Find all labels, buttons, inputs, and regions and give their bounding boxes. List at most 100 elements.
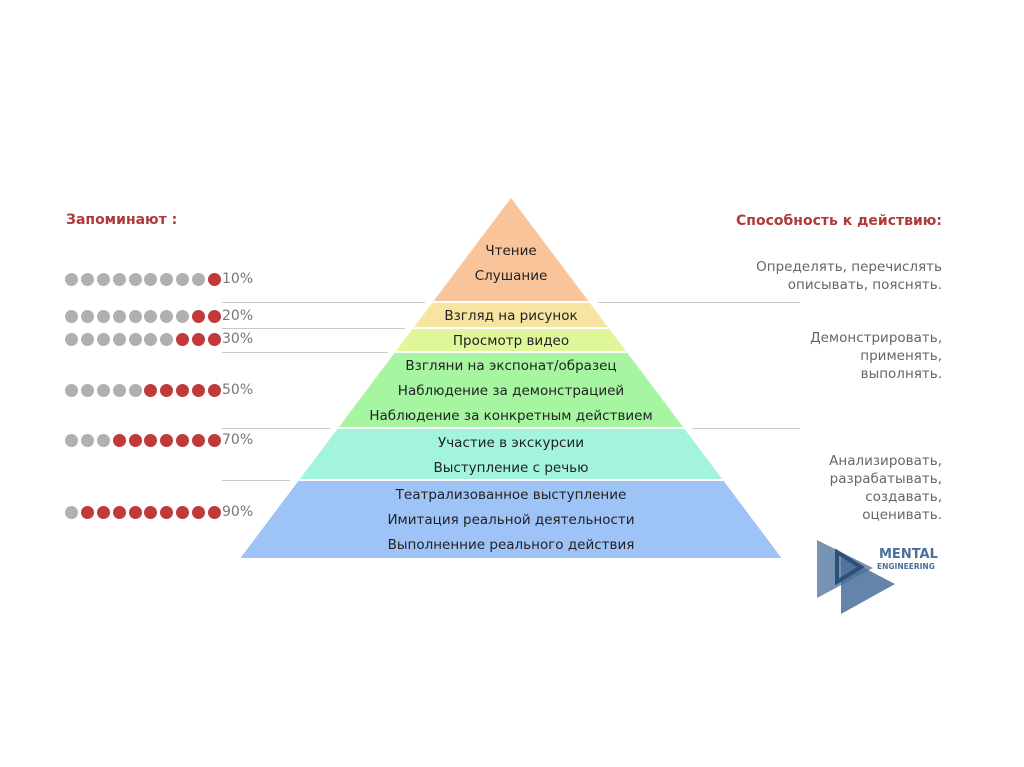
retention-dots [65,384,222,397]
retention-dot [65,333,78,346]
ability-line: Определять, перечислять [756,259,942,275]
retention-percent: 70% [222,432,254,448]
retention-dot [80,333,94,346]
pyramid-level-label: Театрализованное выступление [395,487,627,503]
pyramid-level-label: Выполненние реального действия [387,537,635,553]
ability-line: описывать, пояснять. [787,277,942,293]
ability-line: оценивать. [862,507,942,523]
retention-dot [144,384,158,397]
pyramid-level-label: Наблюдение за конкретным действием [369,408,653,424]
retention-dot [144,310,158,323]
guide-line [692,428,800,429]
retention-dot [128,273,142,286]
ability-group: Анализировать, разрабатывать, создавать, оц… [829,452,942,524]
pyramid-level-label: Взгляни на экспонат/образец [405,358,617,374]
retention-dot [192,384,206,397]
retention-dots [65,273,222,286]
pyramid-level-label: Участие в экскурсии [437,434,585,451]
retention-dot [160,434,174,447]
retention-dot [112,434,126,447]
retention-dot [96,434,110,447]
retention-dot [208,434,222,447]
ability-line: Анализировать, [829,453,942,469]
retention-dot [128,506,142,519]
retention-dot [112,506,126,519]
retention-percent: 30% [222,331,254,347]
pyramid-level-label: Чтение [485,242,537,259]
guide-line [222,428,330,429]
retention-dot [96,384,110,397]
mental-engineering-logo: MENTAL ENGINEERING [815,538,945,614]
retention-dots [65,333,222,346]
retention-dot [176,273,190,286]
retention-dot [176,384,190,397]
pyramid-level-label: Просмотр видео [452,333,570,349]
retention-dot [160,273,174,286]
retention-dot [208,506,222,519]
retention-dot [144,506,158,519]
retention-header: Запоминают : [66,212,178,228]
retention-dot [96,273,110,286]
retention-dot [160,333,174,346]
ability-line: создавать, [865,489,942,505]
ability-line: применять, [860,348,942,364]
retention-dot [128,434,142,447]
retention-dot [128,384,142,397]
retention-dot [176,434,190,447]
retention-dot [160,384,174,397]
retention-dot [208,384,222,397]
retention-dot [144,273,158,286]
retention-dots [65,310,222,323]
pyramid-band [299,428,723,480]
retention-percent: 10% [222,271,254,287]
logo-text-engineering: ENGINEERING [877,562,935,571]
retention-dot [96,310,110,323]
retention-dot [192,333,206,346]
guide-line [222,352,388,353]
ability-line: разрабатывать, [829,471,942,487]
pyramid-level-label: Выступление с речью [433,459,589,476]
retention-dots [65,434,222,447]
retention-dot [65,384,78,397]
retention-dot [208,333,222,346]
ability-line: выполнять. [860,366,942,382]
retention-dot [65,434,78,447]
retention-percent: 90% [222,504,254,520]
retention-dot [80,310,94,323]
ability-header: Способность к действию: [736,213,942,229]
retention-dot [176,310,190,323]
pyramid-band [432,198,590,302]
retention-dot [160,506,174,519]
retention-dot [160,310,174,323]
retention-dot [80,506,94,519]
guide-line [598,302,800,303]
pyramid-band [240,480,782,558]
retention-dot [144,333,158,346]
pyramid-level-label: Слушание [474,267,548,284]
retention-dot [65,310,78,323]
pyramid-band [413,302,609,328]
retention-dot [176,333,190,346]
guide-line [222,328,405,329]
retention-dot [80,434,94,447]
pyramid-level-label: Взгляд на рисунок [444,308,578,324]
retention-dot [65,506,78,519]
retention-dot [112,333,126,346]
retention-dot [192,506,206,519]
retention-percent: 50% [222,382,254,398]
retention-dot [192,273,206,286]
retention-dots [65,506,222,519]
retention-dot [128,333,142,346]
pyramid-band [395,328,627,352]
pyramid-level-label: Имитация реальной деятельности [387,512,635,528]
retention-dot [144,434,158,447]
retention-dot [65,273,78,286]
guide-line [222,480,290,481]
retention-dot [208,273,222,286]
logo-text-mental: MENTAL [879,547,938,562]
pyramid-band [338,352,684,428]
retention-dot [80,273,94,286]
retention-dot [112,384,126,397]
